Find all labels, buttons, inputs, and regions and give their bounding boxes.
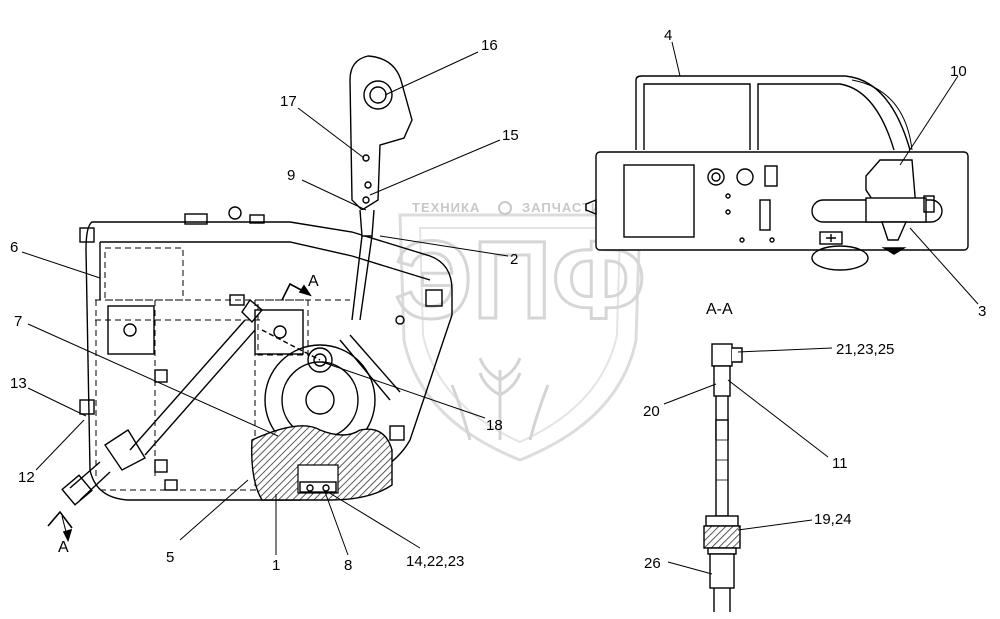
callouts: 16 17 15 9 2 4 10 3 6 7 13 12 5 1 8 14,2…	[10, 27, 986, 574]
section-label-lower: А	[58, 539, 69, 556]
watermark-text-right: ЗАПЧАСТИ	[522, 200, 601, 215]
callout-6: 6	[10, 239, 18, 256]
callout-10: 10	[950, 63, 967, 80]
callout-3: 3	[978, 303, 986, 320]
panel-assembly	[585, 75, 969, 271]
section-a-a-detail	[703, 343, 743, 612]
callout-12: 12	[18, 469, 35, 486]
callout-14-22-23: 14,22,23	[406, 553, 464, 570]
callout-16: 16	[481, 37, 498, 54]
callout-4: 4	[664, 27, 672, 44]
section-label-upper: А	[308, 273, 319, 290]
callout-9: 9	[287, 167, 295, 184]
watermark-text-left: ТЕХНИКА	[412, 200, 480, 215]
callout-1: 1	[272, 557, 280, 574]
gear-icon	[498, 201, 512, 215]
callout-5: 5	[166, 549, 174, 566]
main-housing	[61, 206, 453, 506]
callout-11: 11	[832, 455, 848, 472]
watermark-shield	[398, 213, 642, 462]
lever	[349, 55, 413, 321]
callout-21-23-25: 21,23,25	[836, 341, 894, 358]
callout-8: 8	[344, 557, 352, 574]
hatched-section	[251, 425, 393, 501]
leader-lines	[21, 41, 979, 575]
section-view-title: А-А	[706, 301, 733, 318]
callout-17: 17	[280, 93, 297, 110]
section-arrows	[47, 282, 312, 543]
callout-19-24: 19,24	[814, 511, 852, 528]
callout-18: 18	[486, 417, 503, 434]
callout-7: 7	[14, 313, 22, 330]
wheat-icon	[450, 357, 550, 441]
callout-13: 13	[10, 375, 27, 392]
callout-15: 15	[502, 127, 519, 144]
callout-2: 2	[510, 251, 518, 268]
callout-26: 26	[644, 555, 661, 572]
callout-20: 20	[643, 403, 660, 420]
